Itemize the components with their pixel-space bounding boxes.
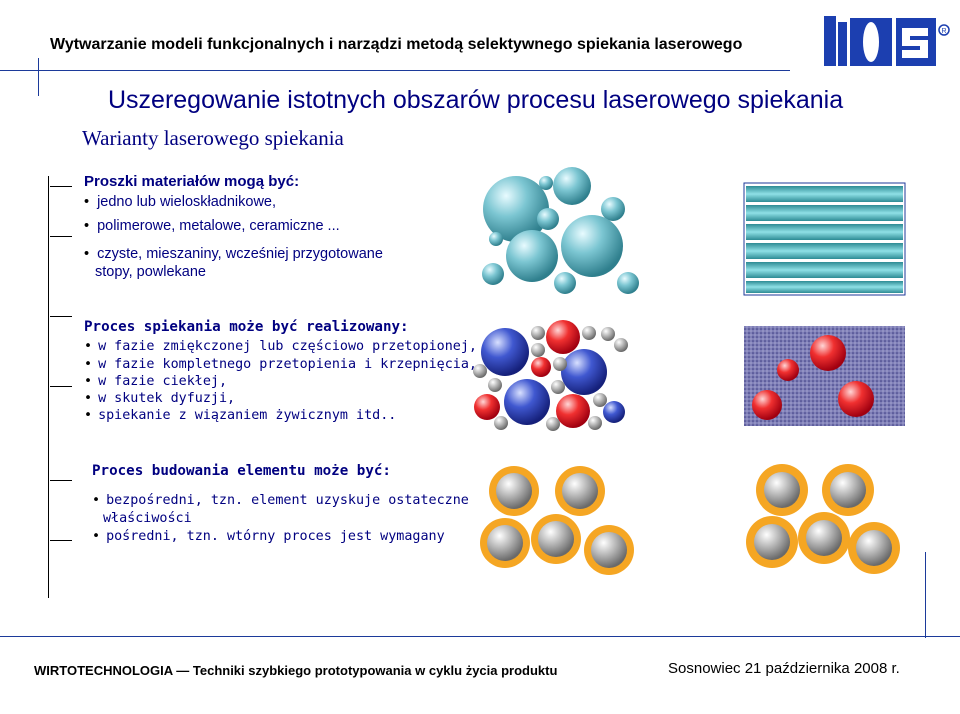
bracket-tick	[50, 186, 72, 187]
section1-item: czyste, mieszaniny, wcześniej przygotowa…	[84, 245, 383, 264]
footer-date: Sosnowiec 21 października 2008 r.	[668, 660, 900, 677]
section2-item: w fazie zmiękczonej lub częściowo przeto…	[84, 338, 477, 356]
bracket-tick	[50, 480, 72, 481]
section3-item: bezpośredni, tzn. element uzyskuje ostat…	[92, 492, 469, 510]
section3-heading: Proces budowania elementu może być:	[92, 463, 391, 479]
section3-continuation: właściwości	[103, 511, 192, 526]
matrix-inclusions-diagram	[744, 326, 905, 426]
ios-logo: R	[824, 16, 950, 66]
section2-item: w fazie ciekłej,	[84, 373, 227, 391]
svg-text:R: R	[942, 28, 947, 35]
section-bracket	[48, 176, 49, 598]
teal-particles-diagram	[482, 167, 639, 294]
footer-course-title: WIRTOTECHNOLOGIA — Techniki szybkiego pr…	[34, 663, 558, 678]
section1-heading: Proszki materiałów mogą być:	[84, 173, 300, 190]
subtitle: Warianty laserowego spiekania	[82, 126, 344, 150]
section2-item: w skutek dyfuzji,	[84, 390, 235, 408]
mixed-particles-diagram	[473, 320, 628, 431]
header-title: Wytwarzanie modeli funkcjonalnych i narz…	[50, 36, 743, 53]
section2-heading: Proces spiekania może być realizowany:	[84, 319, 409, 335]
top-rule	[0, 70, 790, 71]
bottom-vertical-rule	[925, 552, 926, 638]
main-title: Uszeregowanie istotnych obszarów procesu…	[108, 86, 844, 114]
section1-item: jedno lub wieloskładnikowe,	[84, 193, 276, 212]
section2-item: w fazie kompletnego przetopienia i krzep…	[84, 356, 477, 374]
section1-item: polimerowe, metalowe, ceramiczne ...	[84, 217, 340, 236]
bracket-tick	[50, 236, 72, 237]
coated-particles-diagram-2	[746, 464, 900, 574]
top-vertical-rule	[38, 58, 39, 96]
bottom-rule	[0, 636, 960, 637]
bracket-tick	[50, 540, 72, 541]
section2-item: spiekanie z wiązaniem żywicznym itd..	[84, 407, 396, 425]
bracket-tick	[50, 316, 72, 317]
layered-bars-diagram	[743, 182, 906, 296]
section3-item: pośredni, tzn. wtórny proces jest wymaga…	[92, 528, 445, 546]
section1-continuation: stopy, powlekane	[95, 264, 206, 280]
bracket-tick	[50, 386, 72, 387]
coated-particles-diagram-1	[480, 466, 634, 575]
